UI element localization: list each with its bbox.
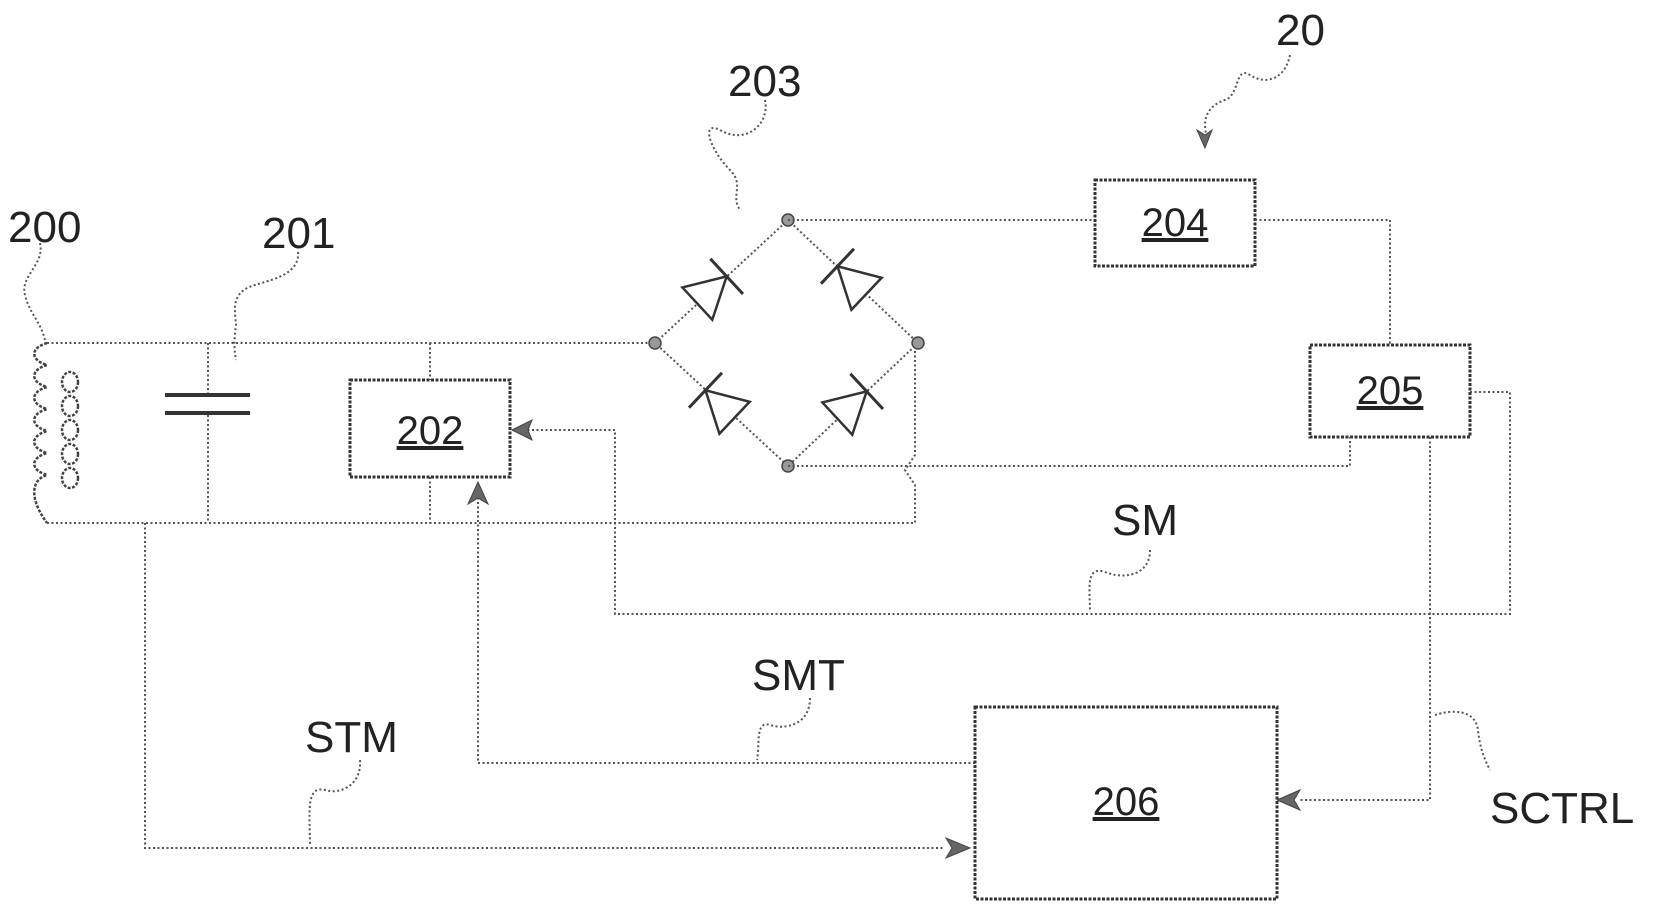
leader-200 (24, 243, 45, 340)
leader-smt (757, 698, 810, 760)
block-202-label: 202 (397, 409, 464, 453)
bridge-node-left (649, 337, 661, 349)
ref-label-201: 201 (262, 209, 335, 258)
ref-label-200: 200 (8, 203, 81, 252)
leader-stm (309, 760, 360, 845)
block-204-label: 204 (1142, 201, 1209, 245)
block-205-label: 205 (1357, 369, 1424, 413)
block-206-label: 206 (1093, 780, 1160, 824)
ref-label-203: 203 (728, 57, 801, 106)
204-to-205-wire (1255, 220, 1390, 345)
diode-lower-right (821, 374, 883, 436)
stm-arrowhead (946, 838, 970, 858)
leader-sm (1089, 550, 1150, 612)
sctrl-signal-wire (1300, 437, 1430, 800)
sctrl-arrowhead (1277, 790, 1300, 810)
diode-upper-left (681, 259, 743, 321)
leader-20-arrowhead (1197, 130, 1212, 148)
diode-upper-right (821, 249, 883, 311)
bridge-bottom-to-205-wire (788, 437, 1350, 466)
inductor-coil (34, 343, 78, 523)
bridge-node-right (912, 337, 924, 349)
smt-arrowhead (468, 482, 488, 504)
signal-label-sctrl: SCTRL (1490, 784, 1634, 833)
ref-label-20: 20 (1276, 6, 1325, 55)
leader-201 (235, 252, 299, 360)
capacitor (165, 343, 250, 523)
diode-bridge (649, 214, 924, 472)
signal-label-stm: STM (305, 713, 398, 762)
leader-sctrl (1435, 712, 1490, 770)
leader-20 (1205, 55, 1290, 145)
leader-203 (709, 100, 766, 210)
smt-signal-wire (478, 498, 975, 763)
signal-label-smt: SMT (752, 651, 845, 700)
signal-label-sm: SM (1112, 496, 1178, 545)
